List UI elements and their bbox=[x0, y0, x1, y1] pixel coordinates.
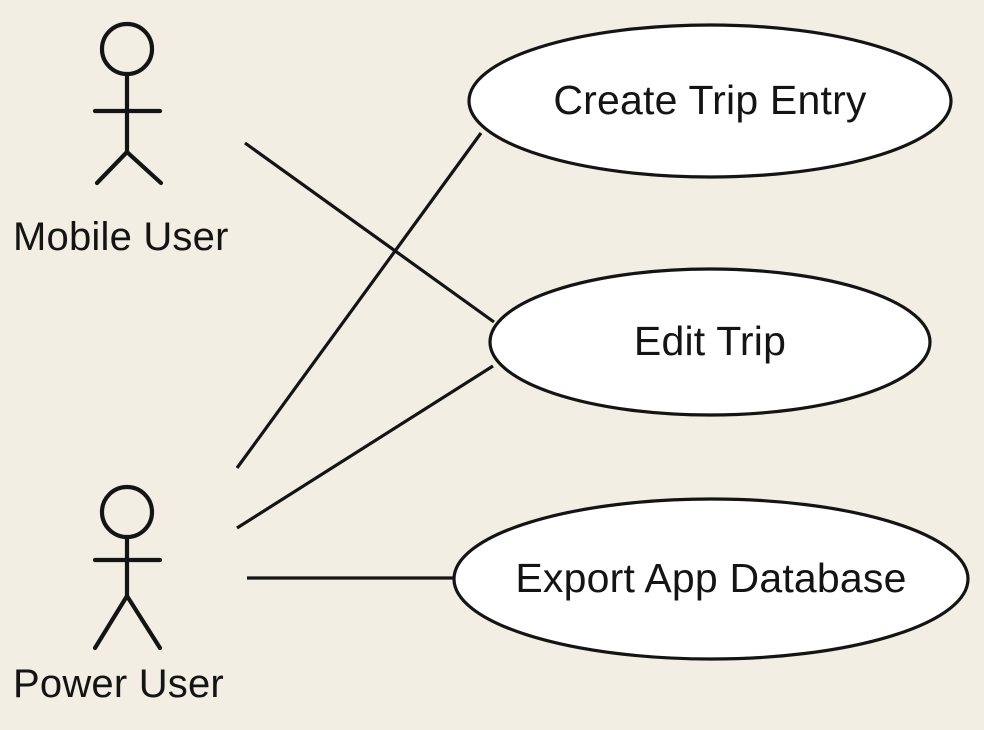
use-case-export-app-database[interactable]: Export App Database bbox=[452, 497, 970, 661]
actor-power-user[interactable]: Power User bbox=[13, 484, 224, 706]
association-mobile-user-edit-trip[interactable] bbox=[235, 132, 483, 469]
actor-head-icon bbox=[99, 21, 155, 77]
use-case-ellipse[interactable] bbox=[488, 267, 932, 417]
use-case-edit-trip[interactable]: Edit Trip bbox=[488, 267, 932, 417]
use-case-ellipse[interactable] bbox=[452, 497, 970, 661]
association-mobile-user-create-trip-entry[interactable] bbox=[244, 141, 495, 324]
actor-label: Mobile User bbox=[13, 215, 229, 259]
actor-leg-right-icon bbox=[124, 149, 164, 186]
use-case-label: Edit Trip bbox=[634, 318, 786, 364]
actor-leg-left-icon bbox=[92, 593, 130, 651]
association-power-user-create-trip-entry[interactable] bbox=[236, 364, 494, 530]
actor-leg-right-icon bbox=[124, 593, 163, 651]
actor-head-icon bbox=[99, 484, 155, 540]
use-case-create-trip-entry[interactable]: Create Trip Entry bbox=[467, 23, 953, 179]
actor-leg-left-icon bbox=[94, 149, 130, 186]
stick-figure-actor-icon[interactable] bbox=[92, 21, 164, 186]
stick-figure-actor-icon[interactable] bbox=[92, 484, 163, 651]
association-lines bbox=[235, 132, 495, 580]
use-case-label: Export App Database bbox=[515, 555, 906, 601]
use-case-label: Create Trip Entry bbox=[553, 77, 867, 123]
actor-mobile-user[interactable]: Mobile User bbox=[13, 21, 229, 259]
use-case-ellipse[interactable] bbox=[467, 23, 953, 179]
actor-label: Power User bbox=[13, 662, 224, 706]
